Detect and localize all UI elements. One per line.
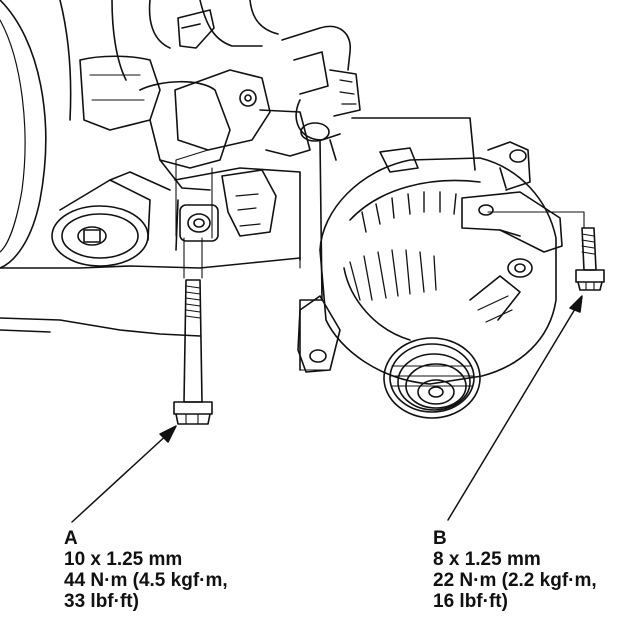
callout-b-letter: B [433, 528, 447, 549]
bolt-a-drawing [173, 237, 213, 425]
callout-b-torque-spec: 22 N·m (2.2 kgf·m, [433, 570, 597, 591]
alternator-drawing [297, 141, 563, 419]
callout-b-thread-spec: 8 x 1.25 mm [433, 549, 541, 570]
bolt-b-drawing [575, 227, 605, 291]
callout-a-torque-spec-continued: 33 lbf·ft) [64, 591, 139, 612]
idler-pulley-drawing [51, 171, 171, 267]
callout-arrows [71, 295, 583, 523]
callout-a-letter: A [64, 528, 78, 549]
leader-lines [175, 149, 585, 371]
callout-b: B 8 x 1.25 mm 22 N·m (2.2 kgf·m, 16 lbf·… [433, 528, 597, 612]
callout-b-torque-spec-continued: 16 lbf·ft) [433, 591, 508, 612]
callout-a-torque-spec: 44 N·m (4.5 kgf·m, [64, 570, 228, 591]
hose-connector-drawing [259, 25, 476, 371]
callout-a: A 10 x 1.25 mm 44 N·m (4.5 kgf·m, 33 lbf… [64, 528, 228, 612]
engine-block-drawing [0, 0, 301, 337]
callout-a-thread-spec: 10 x 1.25 mm [64, 549, 183, 570]
mounting-bracket-drawing [174, 9, 301, 261]
